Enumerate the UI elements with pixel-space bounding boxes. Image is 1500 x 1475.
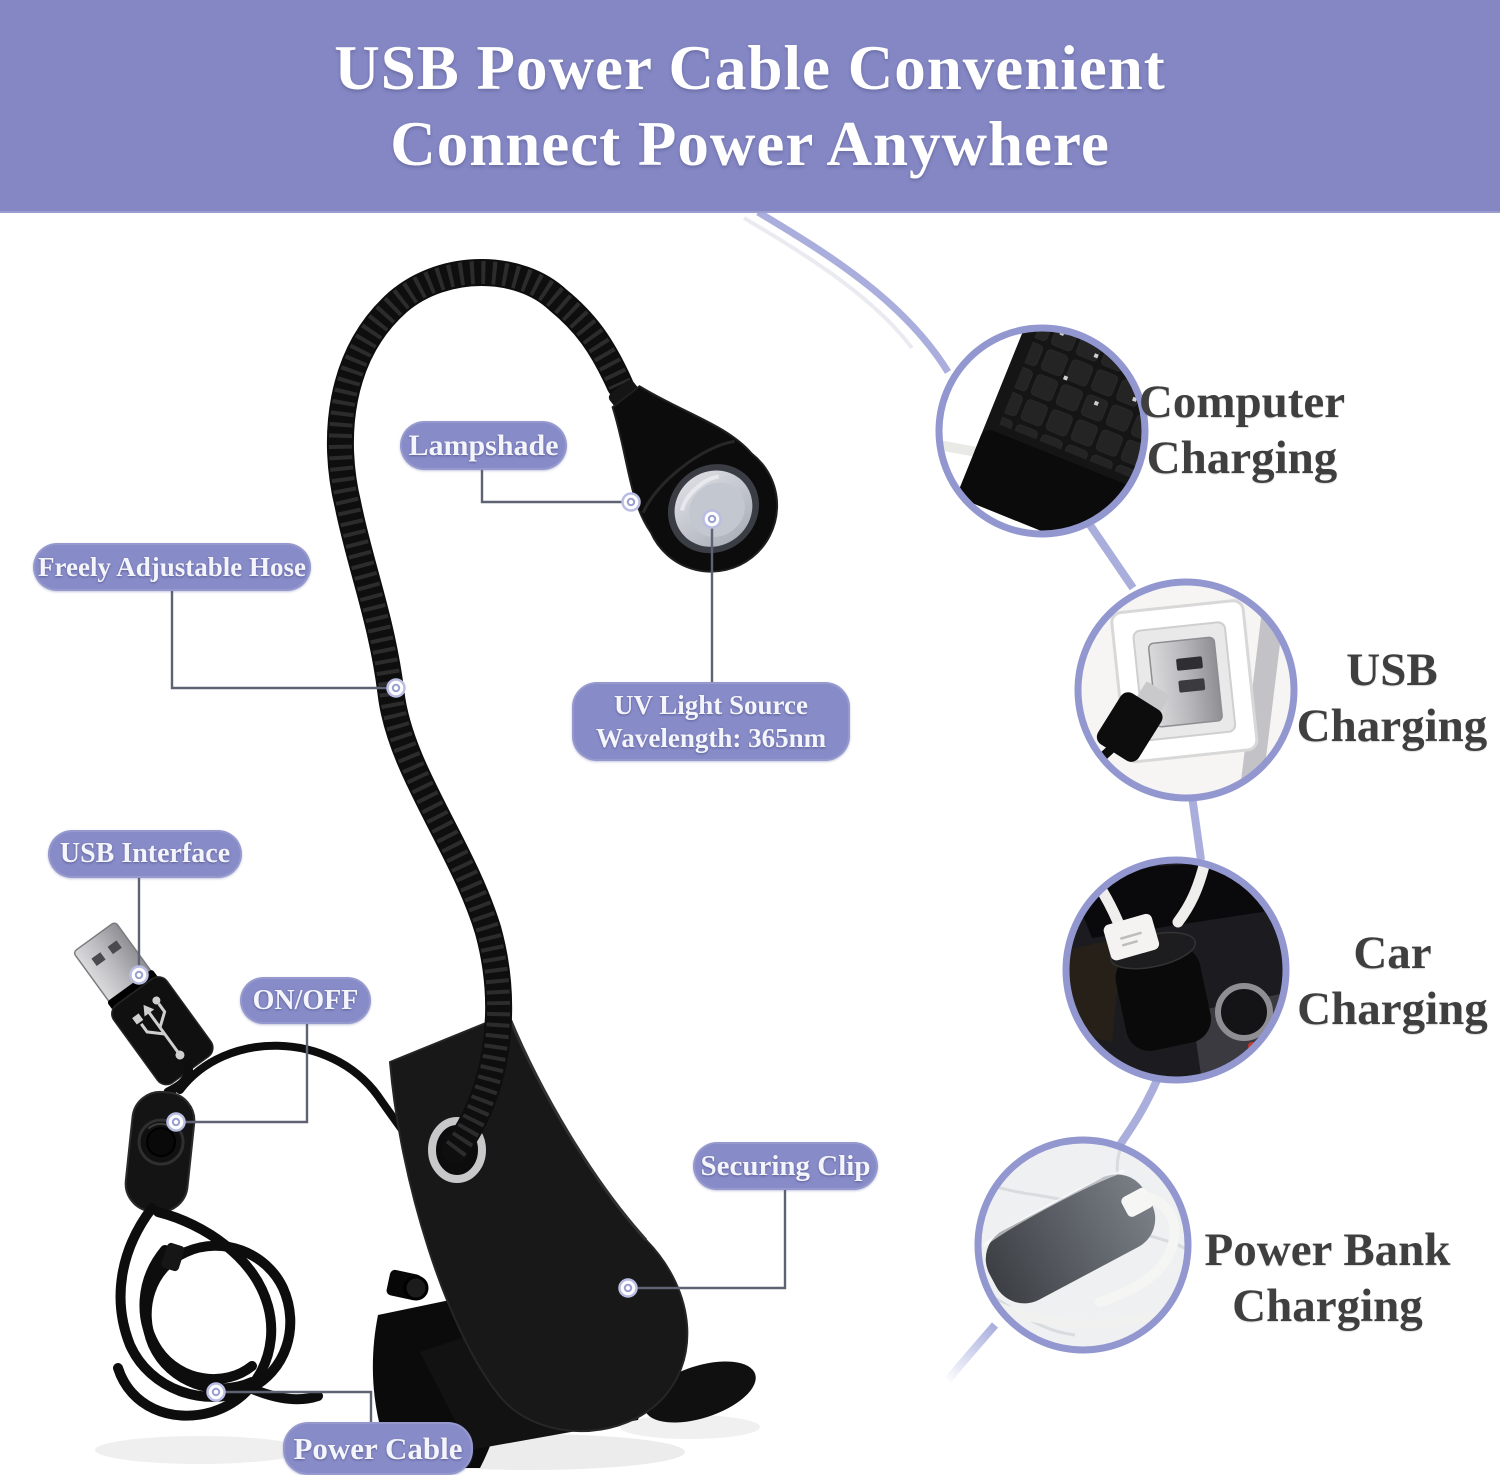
power-cable-arc	[176, 1041, 426, 1162]
option-label-car-charging: Car Charging	[1270, 925, 1500, 1037]
circle-ring-power-bank	[974, 1136, 1192, 1354]
option-computer-line1: Computer	[1138, 376, 1346, 428]
option-bank-line1: Power Bank	[1204, 1224, 1451, 1276]
header-title-line2: Connect Power Anywhere	[390, 108, 1110, 179]
callout-dot-usb-interface	[129, 965, 149, 985]
callout-dot-uv	[702, 509, 722, 529]
callout-text-on-off: ON/OFF	[252, 984, 359, 1016]
black-usb-plug	[1096, 681, 1170, 762]
header-banner: USB Power Cable Convenient Connect Power…	[0, 0, 1500, 213]
callout-dot-lampshade	[621, 492, 641, 512]
callout-label-usb-interface: USB Interface	[48, 830, 242, 878]
power-switch	[124, 1090, 196, 1214]
lamp-lens	[667, 464, 759, 554]
callout-line-hose	[170, 590, 388, 690]
white-car-plug	[1103, 913, 1160, 961]
callout-line-securing-clip	[636, 1190, 787, 1290]
option-car-line1: Car	[1353, 927, 1432, 979]
callout-text-securing-clip: Securing Clip	[700, 1149, 871, 1182]
option-bank-line2: Charging	[1232, 1280, 1423, 1332]
callout-text-power-cable: Power Cable	[293, 1430, 463, 1466]
option-label-computer-charging: Computer Charging	[1097, 374, 1387, 486]
callout-label-power-cable: Power Cable	[283, 1422, 473, 1475]
circle-ring-car	[1062, 856, 1290, 1084]
callout-dot-hose	[386, 678, 406, 698]
callout-line-lampshade	[480, 470, 622, 504]
callout-text-hose: Freely Adjustable Hose	[38, 551, 306, 582]
lamp-head	[608, 380, 779, 573]
callout-dots	[129, 492, 722, 1402]
option-car-line2: Charging	[1297, 983, 1488, 1035]
callout-line-power-cable	[224, 1390, 373, 1423]
option-label-power-bank-charging: Power Bank Charging	[1165, 1222, 1490, 1334]
callout-line-on-off	[184, 1023, 309, 1124]
callout-label-lampshade: Lampshade	[400, 421, 567, 470]
photo-circle-computer	[935, 324, 1149, 538]
photo-circle-car	[1062, 856, 1290, 1084]
option-computer-line2: Charging	[1146, 432, 1338, 484]
option-usb-line1: USB	[1346, 644, 1438, 696]
photo-circle-power-bank	[974, 1136, 1192, 1354]
callout-dot-on-off	[166, 1112, 186, 1132]
callout-text-usb-interface: USB Interface	[59, 838, 231, 869]
car-knob	[1215, 983, 1273, 1041]
photo-circle-usb	[1074, 578, 1298, 802]
option-label-usb-charging: USB Charging	[1272, 642, 1500, 754]
callout-dot-power-cable	[206, 1382, 226, 1402]
callout-dot-securing-clip	[618, 1278, 638, 1298]
gooseneck	[326, 259, 634, 1164]
plug-to-switch-cable	[163, 1059, 193, 1097]
callout-text-lampshade: Lampshade	[408, 428, 559, 462]
callout-lines	[137, 470, 787, 1423]
callout-label-uv-light-source: UV Light Source Wavelength: 365nm	[572, 682, 850, 761]
callout-text-uv-line2: Wavelength: 365nm	[595, 722, 827, 753]
usb-plug	[73, 922, 214, 1086]
callout-label-on-off: ON/OFF	[240, 977, 371, 1024]
usb-trident-icon	[140, 1002, 179, 1053]
option-usb-line2: Charging	[1296, 700, 1488, 752]
header-title-line1: USB Power Cable Convenient	[334, 32, 1166, 103]
callout-label-securing-clip: Securing Clip	[693, 1142, 878, 1190]
circle-ring-computer	[935, 324, 1149, 538]
securing-clip-art	[176, 1012, 756, 1468]
circle-ring-usb	[1074, 578, 1298, 802]
callout-label-hose: Freely Adjustable Hose	[33, 543, 311, 591]
callout-text-uv-line1: UV Light Source	[613, 689, 809, 720]
